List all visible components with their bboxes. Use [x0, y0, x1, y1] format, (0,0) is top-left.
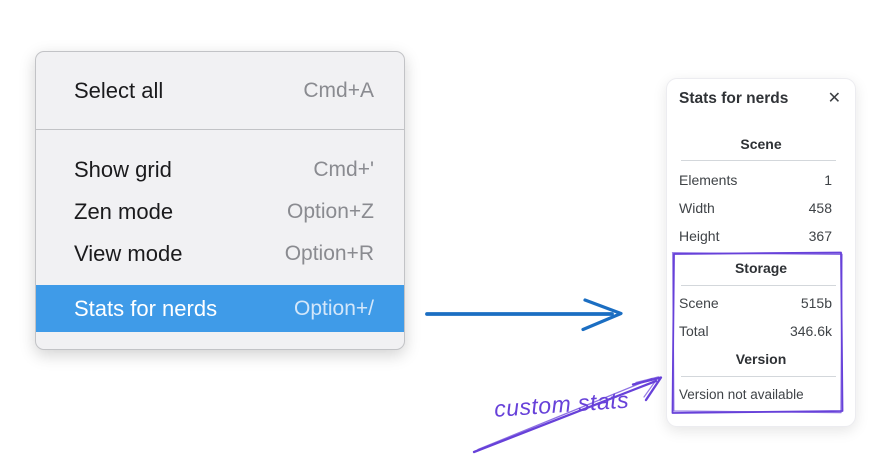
section-divider — [681, 285, 836, 286]
menu-item-zen-mode[interactable]: Zen mode Option+Z — [36, 191, 404, 233]
stat-value: 515b — [800, 295, 832, 311]
section-header-version: Version — [735, 351, 787, 367]
stat-value: 458 — [808, 200, 832, 216]
stat-label: Height — [679, 228, 720, 244]
menu-item-shortcut: Cmd+A — [303, 78, 374, 102]
stat-row-total-size: Total 346.6k — [679, 317, 843, 345]
menu-item-select-all[interactable]: Select all Cmd+A — [36, 52, 404, 129]
menu-item-label: View mode — [74, 241, 183, 266]
stats-panel-header: Stats for nerds ✕ — [679, 90, 843, 108]
annotation-label: custom stats — [493, 386, 630, 422]
stat-row-width: Width 458 — [679, 194, 843, 222]
version-note: Version not available — [679, 386, 804, 402]
stat-row-elements: Elements 1 — [679, 166, 843, 194]
stat-label: Scene — [679, 295, 719, 311]
menu-group: Show grid Cmd+' Zen mode Option+Z View m… — [36, 130, 404, 332]
menu-item-label: Stats for nerds — [74, 295, 218, 321]
section-header-storage: Storage — [734, 260, 788, 276]
stat-value: 1 — [824, 172, 832, 188]
menu-item-label: Select all — [74, 77, 164, 103]
stat-label: Width — [679, 200, 715, 216]
stat-label: Total — [679, 323, 709, 339]
stat-label: Elements — [679, 172, 738, 188]
menu-item-label: Show grid — [74, 157, 172, 182]
section-divider — [681, 376, 836, 377]
menu-item-shortcut: Cmd+' — [313, 158, 374, 181]
close-icon[interactable]: ✕ — [827, 90, 841, 107]
storage-stat-rows: Scene 515b Total 346.6k — [679, 289, 843, 345]
stats-panel: Stats for nerds ✕ Scene Elements 1 Width… — [666, 78, 856, 427]
menu-divider — [36, 129, 404, 130]
menu-item-view-mode[interactable]: View mode Option+R — [36, 233, 404, 275]
stat-row-scene-size: Scene 515b — [679, 289, 843, 317]
stat-row-height: Height 367 — [679, 222, 843, 250]
section-divider — [681, 160, 836, 161]
stats-panel-title: Stats for nerds — [679, 90, 789, 107]
blue-arrow — [425, 298, 623, 332]
section-header-scene: Scene — [740, 136, 782, 152]
menu-item-label: Zen mode — [74, 199, 174, 224]
menu-spacer — [36, 275, 404, 285]
scene-stat-rows: Elements 1 Width 458 Height 367 — [679, 166, 843, 250]
annotation-arrow — [472, 376, 663, 454]
menu-item-stats-for-nerds[interactable]: Stats for nerds Option+/ — [36, 285, 404, 332]
menu-item-shortcut: Option+/ — [294, 296, 374, 320]
menu-item-shortcut: Option+Z — [287, 200, 374, 223]
stat-value: 367 — [808, 228, 832, 244]
menu-item-shortcut: Option+R — [284, 242, 374, 265]
menu-item-show-grid[interactable]: Show grid Cmd+' — [36, 149, 404, 191]
stat-value: 346.6k — [789, 323, 832, 339]
context-menu: Select all Cmd+A Show grid Cmd+' Zen mod… — [35, 51, 405, 350]
